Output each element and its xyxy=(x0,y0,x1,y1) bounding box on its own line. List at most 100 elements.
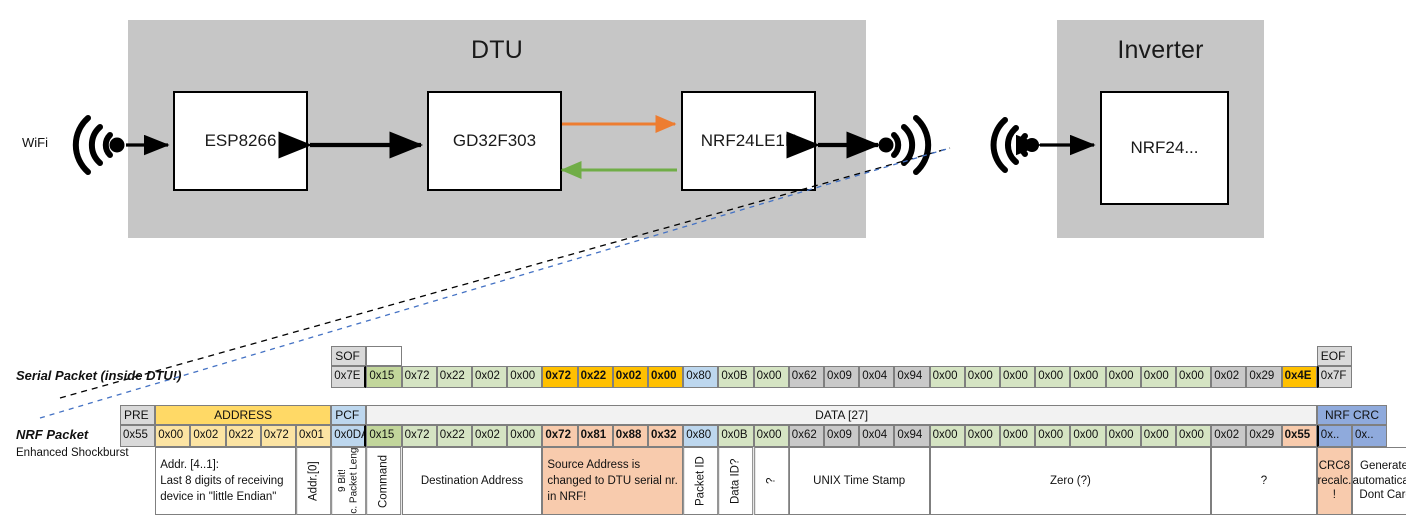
nrf-cell-27: 0x00 xyxy=(1070,425,1106,447)
nrf-cell-9: 0x22 xyxy=(436,425,472,447)
chip-gd32f303-label: GD32F303 xyxy=(452,131,537,150)
serial-cell-15: 0x04 xyxy=(859,366,895,388)
nrf-group-pre: PRE xyxy=(120,405,156,425)
desc-packet-length: 9 Bit! Inc. Packet Length xyxy=(331,447,367,515)
serial-cell-0: 0x7E xyxy=(331,366,367,388)
nrf-cell-11: 0x00 xyxy=(507,425,543,447)
serial-cell-25: 0x02 xyxy=(1211,366,1247,388)
serial-cell-28: 0x7F xyxy=(1316,366,1352,388)
desc-packet-id: Packet ID xyxy=(683,447,719,515)
serial-cell-17: 0x00 xyxy=(929,366,965,388)
nrf-cell-22: 0x94 xyxy=(894,425,930,447)
serial-cell-20: 0x00 xyxy=(1035,366,1071,388)
serial-cell-6: 0x72 xyxy=(542,366,578,388)
serial-cell-14: 0x09 xyxy=(824,366,860,388)
nrf-cell-29: 0x00 xyxy=(1140,425,1176,447)
serial-cell-24: 0x00 xyxy=(1176,366,1212,388)
nrf-cell-14: 0x88 xyxy=(612,425,648,447)
desc-address-text: Addr. [4..1]: Last 8 digits of receiving… xyxy=(160,458,284,504)
desc-crc8: CRC8 recalc. ! xyxy=(1316,447,1352,515)
desc-unknown-2: ? xyxy=(1211,447,1317,515)
desc-zero: Zero (?) xyxy=(929,447,1212,515)
desc-source-text: Source Address is changed to DTU serial … xyxy=(547,458,681,504)
nrf-cell-8: 0x72 xyxy=(401,425,437,447)
nrf-cell-7: 0x15 xyxy=(366,425,402,447)
serial-cell-10: 0x80 xyxy=(683,366,719,388)
serial-cell-5: 0x00 xyxy=(507,366,543,388)
nrf-cell-2: 0x02 xyxy=(190,425,226,447)
serial-cell-2: 0x72 xyxy=(401,366,437,388)
serial-cell-12: 0x00 xyxy=(753,366,789,388)
nrf-cell-0: 0x55 xyxy=(120,425,156,447)
serial-cell-7: 0x22 xyxy=(577,366,613,388)
nrf-cell-23: 0x00 xyxy=(929,425,965,447)
nrf-cell-1: 0x00 xyxy=(155,425,191,447)
nrf-cell-30: 0x00 xyxy=(1176,425,1212,447)
desc-nrf-crc: Generated automatically. Dont Care! xyxy=(1352,447,1406,515)
serial-cell-27: 0x4E xyxy=(1281,366,1317,388)
nrf-cell-28: 0x00 xyxy=(1105,425,1141,447)
serial-cell-1: 0x15 xyxy=(366,366,402,388)
desc-data-id: Data ID? xyxy=(718,447,754,515)
nrf-cell-26: 0x00 xyxy=(1035,425,1071,447)
nrf-cell-20: 0x09 xyxy=(824,425,860,447)
serial-cell-21: 0x00 xyxy=(1070,366,1106,388)
nrf-cell-4: 0x72 xyxy=(260,425,296,447)
nrf-cell-6: 0x0DA xyxy=(331,425,367,447)
dtu-title: DTU xyxy=(471,36,523,64)
chip-nrf24-label: NRF24... xyxy=(1130,138,1199,157)
serial-cell-11: 0x0B xyxy=(718,366,754,388)
nrf-cell-18: 0x00 xyxy=(753,425,789,447)
inverter-title: Inverter xyxy=(1117,36,1204,64)
desc-destination: Destination Address xyxy=(401,447,543,515)
serial-cell-4: 0x02 xyxy=(472,366,508,388)
nrf-cell-3: 0x22 xyxy=(225,425,261,447)
serial-cell-9: 0x00 xyxy=(648,366,684,388)
serial-group-sof: SOF xyxy=(331,346,367,366)
nrf-group-data: DATA [27] xyxy=(366,405,1317,425)
nrf-cell-15: 0x32 xyxy=(648,425,684,447)
nrf-cell-19: 0x62 xyxy=(788,425,824,447)
nrf-cell-25: 0x00 xyxy=(1000,425,1036,447)
nrf-cell-12: 0x72 xyxy=(542,425,578,447)
nrf-packet-label: NRF Packet xyxy=(16,427,89,442)
nrf-cell-5: 0x01 xyxy=(296,425,332,447)
nrf-cell-35: 0x.. xyxy=(1352,425,1388,447)
serial-packet-label: Serial Packet (inside DTU!) xyxy=(16,368,182,383)
nrf-cell-31: 0x02 xyxy=(1211,425,1247,447)
serial-group-eof: EOF xyxy=(1316,346,1352,366)
nrf-cell-32: 0x29 xyxy=(1246,425,1282,447)
nrf-cell-24: 0x00 xyxy=(964,425,1000,447)
desc-unix-time: UNIX Time Stamp xyxy=(788,447,930,515)
chip-nrf24: NRF24... xyxy=(1100,91,1229,205)
wifi-label: WiFi xyxy=(22,135,48,150)
nrf-group-pcf: PCF xyxy=(331,405,367,425)
nrf-cell-33: 0x55 xyxy=(1281,425,1317,447)
serial-cell-13: 0x62 xyxy=(788,366,824,388)
serial-cell-8: 0x02 xyxy=(612,366,648,388)
desc-command: Command xyxy=(366,447,402,515)
nrf-cell-16: 0x80 xyxy=(683,425,719,447)
desc-unknown-1: ? xyxy=(753,447,789,515)
desc-addr0: Addr.[0] xyxy=(296,447,332,515)
nrf-packet-sublabel: Enhanced Shockburst xyxy=(16,447,129,459)
nrf-cell-13: 0x81 xyxy=(577,425,613,447)
nrf-group-nrfcrc: NRF CRC xyxy=(1316,405,1388,425)
serial-group-blank xyxy=(366,346,402,366)
nrf-group-address: ADDRESS xyxy=(155,405,332,425)
serial-cell-19: 0x00 xyxy=(1000,366,1036,388)
serial-cell-26: 0x29 xyxy=(1246,366,1282,388)
serial-cell-18: 0x00 xyxy=(964,366,1000,388)
nrf-cell-10: 0x02 xyxy=(472,425,508,447)
nrf-cell-17: 0x0B xyxy=(718,425,754,447)
desc-source: Source Address is changed to DTU serial … xyxy=(542,447,684,515)
serial-cell-23: 0x00 xyxy=(1140,366,1176,388)
chip-nrf24le1e-label: NRF24LE1E xyxy=(700,131,797,150)
serial-cell-3: 0x22 xyxy=(436,366,472,388)
nrf-cell-21: 0x04 xyxy=(859,425,895,447)
serial-cell-22: 0x00 xyxy=(1105,366,1141,388)
serial-cell-16: 0x94 xyxy=(894,366,930,388)
nrf-cell-34: 0x.. xyxy=(1316,425,1352,447)
desc-address: Addr. [4..1]: Last 8 digits of receiving… xyxy=(155,447,296,515)
